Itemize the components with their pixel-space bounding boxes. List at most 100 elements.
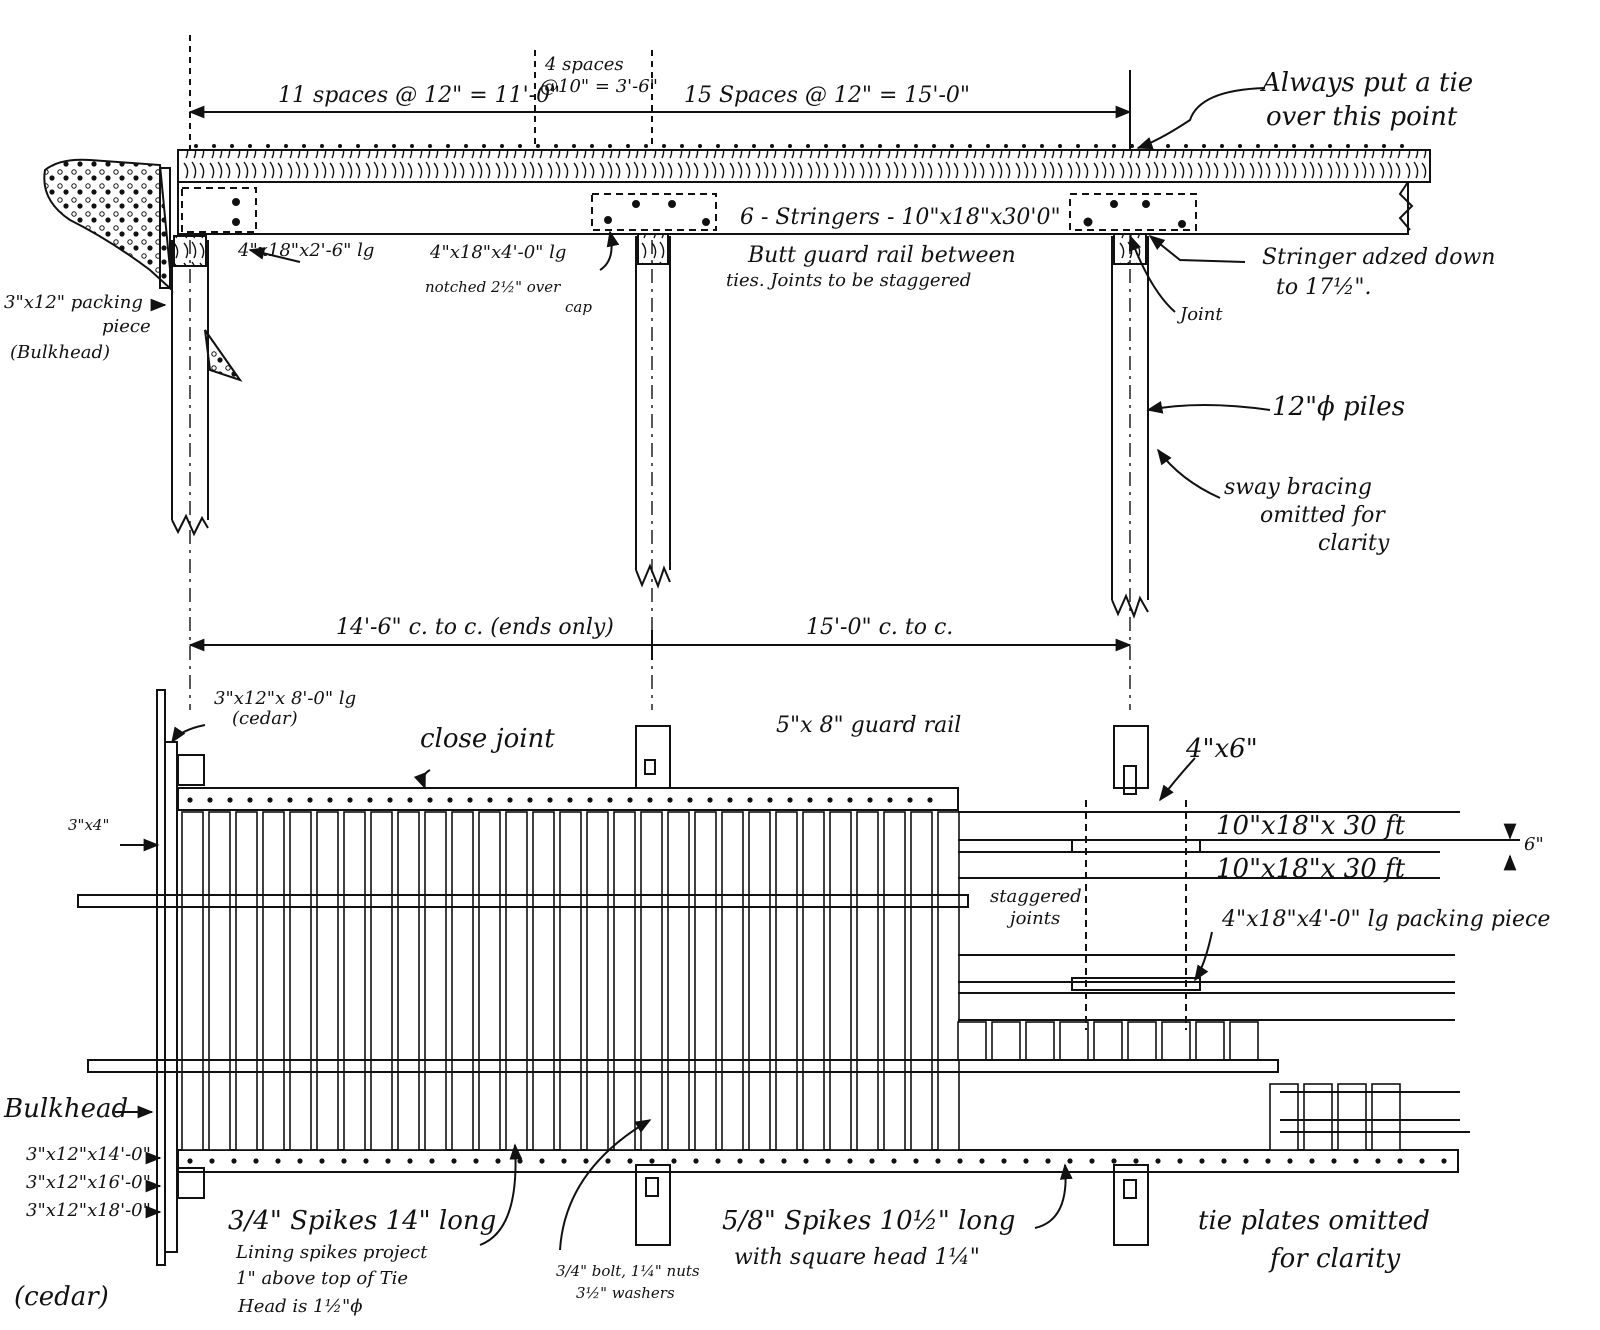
packing-1: 3"x12" packing — [4, 292, 143, 313]
spike-mark — [647, 797, 653, 803]
cedar-top-1: 3"x12"x 8'-0" lg — [214, 688, 357, 709]
spike-mark — [913, 1158, 919, 1164]
spike-mark — [387, 797, 393, 803]
spike-dot — [1220, 144, 1224, 148]
tie — [316, 811, 339, 1151]
spike-dot — [230, 144, 234, 148]
spike-mark — [1221, 1158, 1227, 1164]
bulkhead-plank-plan — [156, 689, 166, 1266]
spikes-3: 1" above top of Tie — [236, 1268, 409, 1289]
spike-dot — [896, 144, 900, 148]
tie — [1059, 1021, 1089, 1061]
spike-mark — [1045, 1158, 1051, 1164]
tieplates-1: tie plates omitted — [1198, 1206, 1430, 1236]
spike-dot — [1022, 144, 1026, 148]
tie — [613, 811, 636, 1151]
spike-dot — [428, 144, 432, 148]
spike-dot — [968, 144, 972, 148]
spike-dot — [680, 144, 684, 148]
cedar-label: (cedar) — [14, 1282, 109, 1312]
spike-mark — [715, 1158, 721, 1164]
tie — [1337, 1083, 1367, 1151]
spike-mark — [935, 1158, 941, 1164]
tie — [694, 811, 717, 1151]
cap-left-label: 4"x18"x2'-6" lg — [238, 240, 375, 261]
spike-dot — [986, 144, 990, 148]
tie — [424, 811, 447, 1151]
tieplates-2: for clarity — [1270, 1244, 1401, 1274]
spike-mark — [787, 797, 793, 803]
bolt-2: 3½" washers — [576, 1284, 675, 1302]
spike-dot — [1274, 144, 1278, 148]
tie — [451, 811, 474, 1151]
spike-mark — [407, 797, 413, 803]
spikes58-1: 5/8" Spikes 10½" long — [722, 1206, 1016, 1236]
spike-mark — [467, 797, 473, 803]
spike-mark — [287, 797, 293, 803]
spike-mark — [297, 1158, 303, 1164]
spike-dot — [1202, 144, 1206, 148]
tie — [856, 811, 879, 1151]
spike-dot — [770, 144, 774, 148]
spike-mark — [231, 1158, 237, 1164]
tie — [397, 811, 420, 1151]
spike-dot — [1076, 144, 1080, 148]
spike-mark — [607, 797, 613, 803]
tie — [883, 811, 906, 1151]
spike-dot — [212, 144, 216, 148]
sway-1: sway bracing — [1224, 475, 1372, 500]
spike-mark — [627, 1158, 633, 1164]
spike-dot — [1256, 144, 1260, 148]
spike-mark — [671, 1158, 677, 1164]
cap-right — [1069, 193, 1197, 231]
stringers-plan — [958, 811, 1470, 1133]
staggered-2: joints — [1010, 908, 1061, 929]
tie — [802, 811, 825, 1151]
tie — [1371, 1083, 1401, 1151]
tie — [235, 811, 258, 1151]
spike-dot — [500, 144, 504, 148]
spike-dot — [1166, 144, 1170, 148]
packing-piece-label: 4"x18"x4'-0" lg packing piece — [1222, 907, 1551, 932]
spike-mark — [627, 797, 633, 803]
spike-mark — [1155, 1158, 1161, 1164]
spike-mark — [451, 1158, 457, 1164]
tie — [991, 1021, 1021, 1061]
spike-dot — [554, 144, 558, 148]
bulkhead-label: Bulkhead — [4, 1094, 129, 1124]
piles-label: 12"ϕ piles — [1272, 392, 1406, 422]
spike-mark — [347, 797, 353, 803]
spike-mark — [693, 1158, 699, 1164]
spike-mark — [1199, 1158, 1205, 1164]
bulkhead-earth — [43, 158, 174, 293]
spikes-1: 3/4" Spikes 14" long — [228, 1206, 497, 1236]
notched-1: notched 2½" over — [425, 278, 561, 296]
pile-plan-left-bottom — [177, 1167, 205, 1199]
stringer-elevation — [177, 181, 1409, 235]
tie — [1161, 1021, 1191, 1061]
spike-dot — [518, 144, 522, 148]
spike-mark — [1397, 1158, 1403, 1164]
spike-dot — [1364, 144, 1368, 148]
spike-mark — [307, 797, 313, 803]
spike-mark — [1023, 1158, 1029, 1164]
spike-mark — [847, 797, 853, 803]
spike-dot — [194, 144, 198, 148]
tie — [910, 811, 933, 1151]
tie — [957, 1021, 987, 1061]
spike-dot — [410, 144, 414, 148]
spike-dot — [1382, 144, 1386, 148]
spike-dot — [626, 144, 630, 148]
stringer-b: 10"x18"x 30 ft — [1216, 854, 1406, 884]
spike-mark — [319, 1158, 325, 1164]
spike-mark — [539, 1158, 545, 1164]
staggered-1: staggered — [990, 886, 1082, 907]
spike-mark — [825, 1158, 831, 1164]
spike-dot — [806, 144, 810, 148]
spike-dot — [752, 144, 756, 148]
spike-mark — [495, 1158, 501, 1164]
post-4x6: 4"x6" — [1186, 734, 1258, 764]
spike-mark — [429, 1158, 435, 1164]
spike-dot — [932, 144, 936, 148]
packing-3: (Bulkhead) — [10, 342, 111, 363]
